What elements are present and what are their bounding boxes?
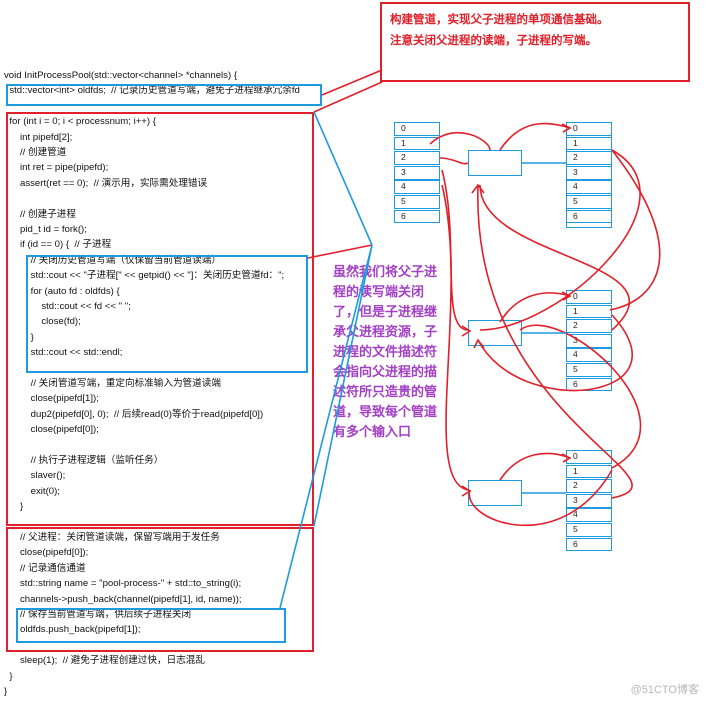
code-line: void InitProcessPool(std::vector<channel…: [4, 70, 238, 81]
code-line: dup2(pipefd[0], 0); // 后续read(0)等价于read(…: [4, 408, 264, 420]
code-line: // 执行子进程逻辑（监听任务）: [4, 455, 164, 466]
loop-highlight-box: [6, 112, 314, 526]
pipe-1: [468, 150, 522, 176]
code-line: // 父进程：关闭管道读端，保留写端用于发任务: [4, 532, 220, 543]
fd-cell: 2: [566, 319, 612, 333]
code-line: exit(0);: [4, 485, 60, 497]
fd-cell: 6: [566, 537, 612, 552]
oldfds-highlight-box: [6, 84, 322, 106]
fd-cell: 2: [566, 479, 612, 493]
code-line: }: [4, 670, 13, 682]
code-line: assert(ret == 0); // 演示用，实际需处理错误: [4, 177, 208, 189]
code-line: std::string name = "pool-process-" + std…: [4, 578, 242, 590]
fd-cell: 3: [566, 165, 612, 180]
fd-cell: 0: [394, 122, 440, 136]
code-line: }: [4, 686, 8, 697]
fd-cell: 4: [566, 348, 612, 363]
fd-cell: 2: [566, 151, 612, 165]
code-line: int pipefd[2];: [4, 131, 73, 143]
code-line: for (auto fd : oldfds) {: [4, 285, 120, 297]
code-line: slaver();: [4, 470, 66, 482]
parent-highlight-box: [6, 527, 314, 652]
code-line: int ret = pipe(pipefd);: [4, 162, 109, 174]
fd-cell: 1: [394, 136, 440, 151]
fd-cell: 3: [394, 165, 440, 180]
code-line: oldfds.push_back(pipefd[1]);: [4, 624, 141, 636]
code-line: // 创建子进程: [4, 208, 76, 220]
fd-cell: 0: [566, 122, 612, 136]
code-line: // 关闭历史管道写端（仅保留当前管道读端）: [4, 254, 221, 266]
code-line: close(pipefd[0]);: [4, 424, 99, 436]
code-line: // 保存当前管道写端，供后续子进程关闭: [4, 609, 192, 620]
fd-cell: 5: [566, 523, 612, 537]
explanation-text: 虽然我们将父子进 程的读写端关闭 了，但是子进程继 承父进程资源，子 进程的文件…: [333, 264, 438, 439]
watermark: @51CTO博客: [630, 684, 699, 696]
code-line: sleep(1); // 避免子进程创建过快，日志混乱: [4, 655, 205, 667]
code-line: close(fd);: [4, 316, 81, 328]
code-line: close(pipefd[1]);: [4, 393, 99, 405]
code-line: channels->push_back(channel(pipefd[1], i…: [4, 593, 242, 605]
fd-cell: 6: [394, 209, 440, 224]
code-line: std::vector<int> oldfds; // 记录历史管道写端，避免子…: [4, 85, 300, 97]
fd-cell: 2: [394, 151, 440, 165]
child-close-highlight-box: [26, 255, 308, 373]
code-line: // 关闭管道写端，重定向标准输入为管道读端: [4, 378, 221, 389]
code-line: for (int i = 0; i < processnum; i++) {: [4, 116, 156, 128]
code-line: // 创建管道: [4, 147, 67, 158]
code-line: // 记录通信通道: [4, 562, 86, 574]
fd-cell: 1: [566, 464, 612, 479]
top-note-text: 构建管道，实现父子进程的单项通信基础。 注意关闭父进程的读端，子进程的写端。: [390, 14, 609, 47]
pipe-3: [468, 480, 522, 506]
save-fd-highlight-box: [16, 608, 286, 643]
fd-cell: 1: [566, 136, 612, 151]
code-line: std::cout << std::endl;: [4, 347, 123, 359]
fd-cell: 6: [566, 209, 612, 224]
code-line: pid_t id = fork();: [4, 224, 87, 235]
code-line: std::cout << "子进程[" << getpid() << "]：关闭…: [4, 270, 285, 282]
code-line: close(pipefd[0]);: [4, 547, 89, 559]
top-note-box: [380, 2, 690, 82]
fd-cell: 4: [566, 508, 612, 523]
code-line: if (id == 0) { // 子进程: [4, 239, 112, 251]
fd-cell: 5: [394, 195, 440, 209]
fd-cell: 4: [566, 180, 612, 195]
code-line: }: [4, 501, 24, 513]
fd-cell: 1: [566, 304, 612, 319]
fd-cell: 5: [566, 363, 612, 377]
code-line: std::cout << fd << " ";: [4, 301, 131, 312]
code-line: }: [4, 331, 34, 343]
fd-cell: 4: [394, 180, 440, 195]
fd-cell: 3: [566, 493, 612, 508]
fd-cell: 5: [566, 195, 612, 209]
